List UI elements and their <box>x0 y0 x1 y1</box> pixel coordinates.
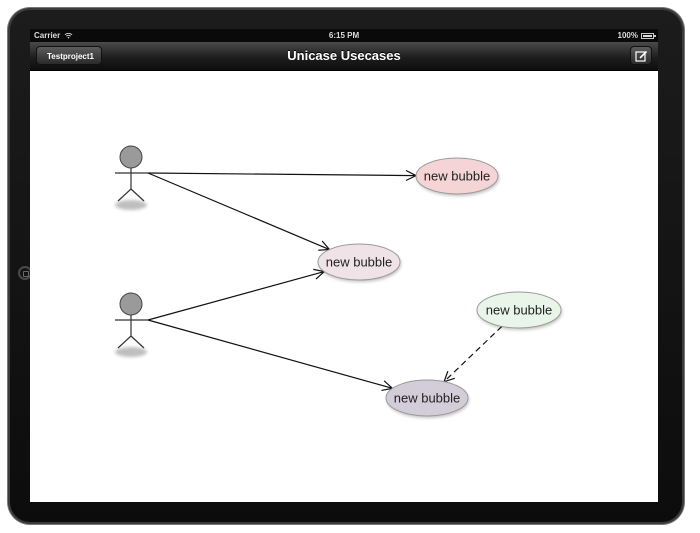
usecase-bubble[interactable]: new bubble <box>317 243 401 282</box>
connection-arrow[interactable] <box>147 172 329 250</box>
usecase-bubble[interactable]: new bubble <box>385 379 469 418</box>
connection-arrow[interactable] <box>147 319 392 388</box>
bubble-label: new bubble <box>424 169 491 184</box>
connection-arrow[interactable] <box>147 173 416 176</box>
actors-layer <box>115 145 148 357</box>
carrier-label: Carrier <box>34 31 61 40</box>
status-battery: 100% <box>617 31 656 40</box>
screen: Carrier 6:15 PM 100% Testproject1 Unicas… <box>30 29 658 502</box>
bubbles-layer: new bubble new bubble new bubble new bubble <box>317 157 562 418</box>
actor-body <box>115 315 148 349</box>
bubble-shape <box>415 157 499 195</box>
status-carrier: Carrier <box>34 31 73 40</box>
bubble-shape <box>317 243 401 281</box>
battery-icon <box>641 32 656 39</box>
actor-figure[interactable] <box>115 145 148 210</box>
battery-percent: 100% <box>617 31 638 40</box>
usecase-diagram[interactable]: new bubble new bubble new bubble new bubble <box>30 29 658 502</box>
back-button[interactable]: Testproject1 <box>36 46 102 65</box>
bubble-label: new bubble <box>486 303 553 318</box>
actor-head <box>119 145 143 169</box>
navigation-bar: Testproject1 Unicase Usecases <box>30 42 658 71</box>
compose-icon <box>634 50 647 62</box>
compose-button[interactable] <box>630 46 652 65</box>
bubble-shape <box>385 379 469 417</box>
bubble-label: new bubble <box>394 391 461 406</box>
usecase-bubble[interactable]: new bubble <box>415 157 499 196</box>
status-bar: Carrier 6:15 PM 100% <box>30 29 658 42</box>
connections-layer <box>147 172 503 388</box>
actor-shadow <box>115 200 147 210</box>
dashed-connection-arrow[interactable] <box>444 325 503 381</box>
usecase-bubble[interactable]: new bubble <box>476 291 562 330</box>
wifi-icon <box>64 32 73 39</box>
bubble-shape <box>476 291 562 329</box>
actor-body <box>115 168 148 202</box>
actor-shadow <box>115 347 147 357</box>
actor-figure[interactable] <box>115 292 148 357</box>
bubble-label: new bubble <box>326 255 393 270</box>
connection-arrow[interactable] <box>147 272 324 321</box>
page-title: Unicase Usecases <box>287 48 401 63</box>
actor-head <box>119 292 143 316</box>
status-time: 6:15 PM <box>328 31 360 40</box>
